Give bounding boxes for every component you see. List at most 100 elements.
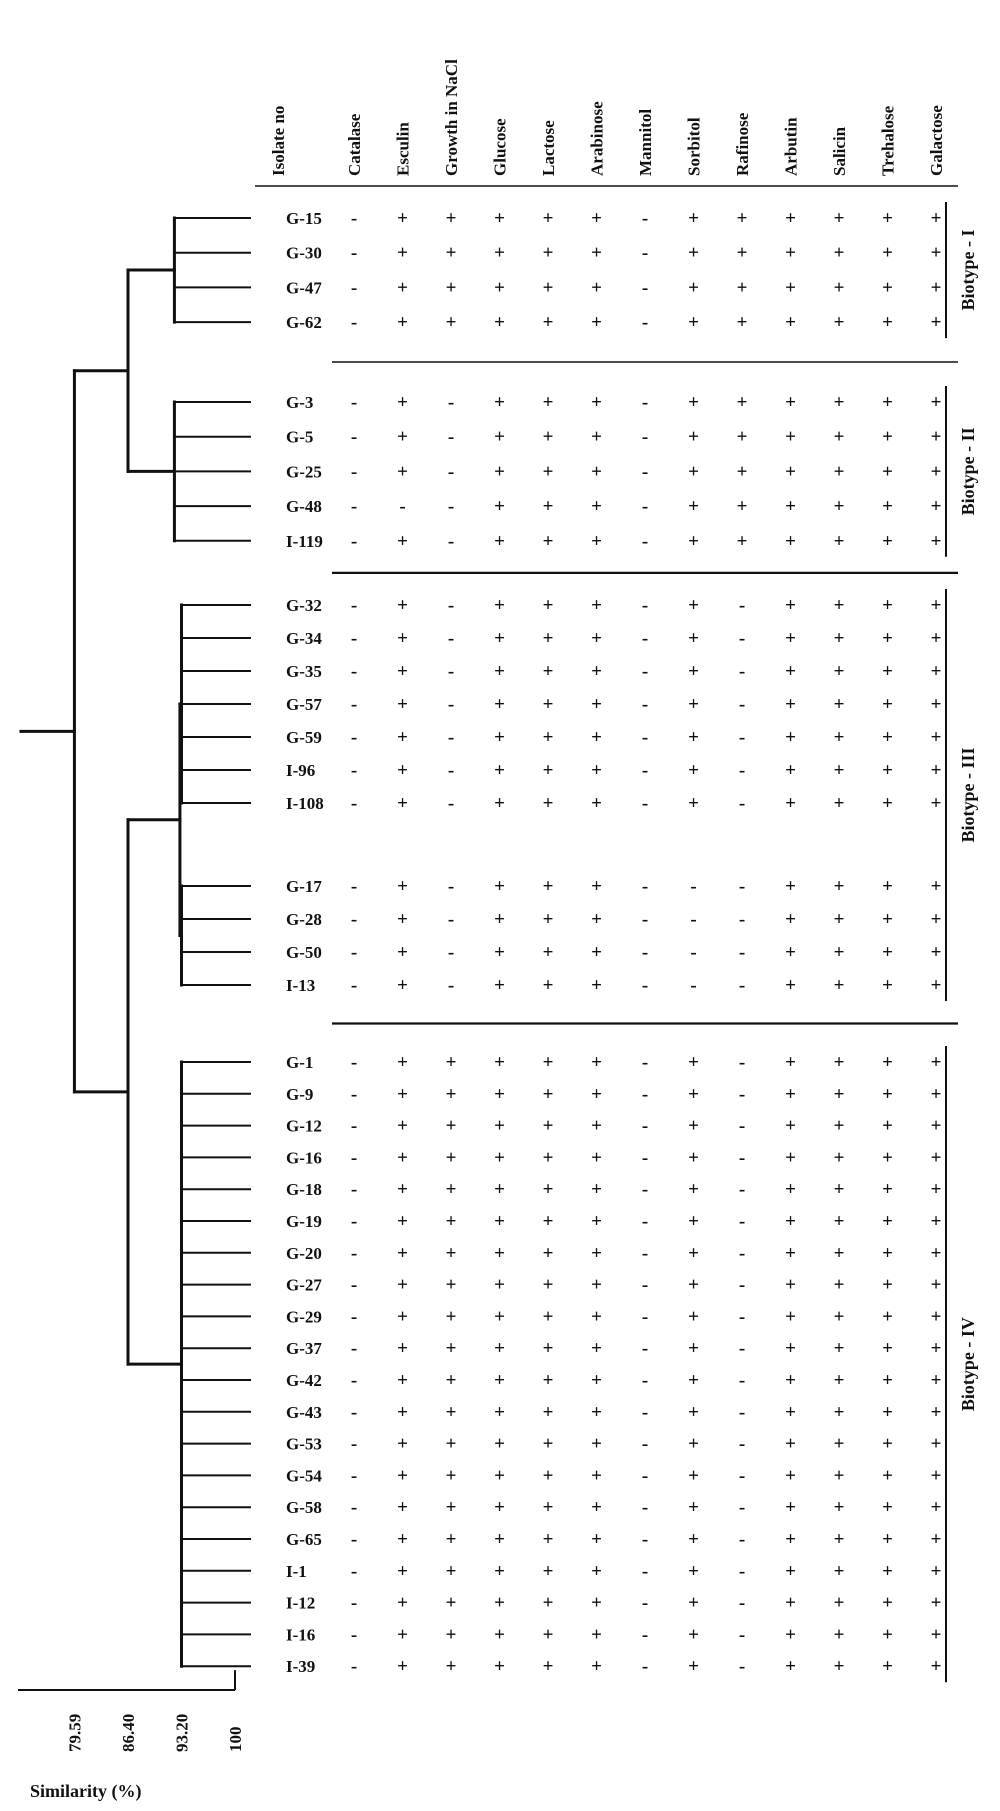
result-cell: +	[591, 1593, 602, 1614]
result-cell: -	[351, 628, 357, 649]
result-cell: +	[494, 727, 505, 748]
result-cell: -	[351, 1243, 357, 1264]
result-cell: +	[737, 243, 748, 264]
isolate-label: G-59	[286, 728, 322, 747]
result-cell: +	[785, 1052, 796, 1073]
isolate-label: I-96	[286, 761, 315, 780]
isolate-label: I-13	[286, 976, 315, 995]
result-cell: -	[739, 1084, 745, 1105]
result-cell: +	[591, 1370, 602, 1391]
result-cell: +	[688, 1275, 699, 1296]
result-cell: -	[351, 1275, 357, 1296]
result-cell: -	[642, 1306, 648, 1327]
result-cell: +	[785, 1434, 796, 1455]
result-cell: +	[688, 1116, 699, 1137]
result-cell: +	[931, 1243, 942, 1264]
result-cell: +	[931, 1465, 942, 1486]
result-cell: +	[785, 1402, 796, 1423]
header-test-arabinose: Arabinose	[588, 101, 607, 176]
result-cell: +	[591, 661, 602, 682]
isolate-label: G-47	[286, 278, 322, 297]
result-cell: +	[494, 1434, 505, 1455]
result-cell: -	[351, 1084, 357, 1105]
result-cell: +	[397, 661, 408, 682]
result-cell: -	[351, 427, 357, 448]
result-cell: +	[785, 1211, 796, 1232]
header-test-growth-in-nacl: Growth in NaCl	[442, 59, 461, 176]
result-cell: +	[446, 208, 457, 229]
result-cell: +	[688, 1497, 699, 1518]
result-cell: +	[543, 793, 554, 814]
result-cell: -	[351, 942, 357, 963]
result-cell: +	[494, 1561, 505, 1582]
result-cell: +	[785, 595, 796, 616]
result-cell: +	[543, 208, 554, 229]
result-cell: +	[543, 1211, 554, 1232]
result-cell: +	[494, 1084, 505, 1105]
result-cell: +	[446, 243, 457, 264]
result-cell: +	[931, 1052, 942, 1073]
result-cell: -	[351, 694, 357, 715]
result-cell: +	[882, 628, 893, 649]
isolate-label: G-62	[286, 313, 322, 332]
result-cell: +	[446, 1275, 457, 1296]
result-cell: +	[494, 1624, 505, 1645]
result-cell: +	[397, 1593, 408, 1614]
result-cell: +	[882, 496, 893, 517]
result-cell: -	[351, 1179, 357, 1200]
result-cell: +	[931, 1434, 942, 1455]
result-cell: +	[494, 793, 505, 814]
result-cell: +	[931, 661, 942, 682]
result-cell: +	[931, 942, 942, 963]
result-cell: +	[688, 1593, 699, 1614]
header-test-arbutin: Arbutin	[782, 117, 801, 176]
result-cell: +	[882, 595, 893, 616]
result-cell: +	[591, 1529, 602, 1550]
result-cell: +	[931, 208, 942, 229]
result-cell: +	[494, 661, 505, 682]
result-cell: +	[591, 628, 602, 649]
result-cell: -	[351, 1338, 357, 1359]
result-cell: +	[446, 1561, 457, 1582]
result-cell: +	[785, 392, 796, 413]
result-cell: +	[882, 1656, 893, 1677]
result-cell: +	[688, 243, 699, 264]
result-cell: +	[785, 1593, 796, 1614]
result-cell: +	[543, 760, 554, 781]
result-cell: +	[834, 595, 845, 616]
result-cell: +	[882, 243, 893, 264]
isolate-label: G-25	[286, 462, 322, 481]
result-cell: +	[688, 427, 699, 448]
result-cell: +	[591, 1338, 602, 1359]
result-cell: -	[448, 496, 454, 517]
result-cell: +	[446, 312, 457, 333]
result-cell: +	[591, 1179, 602, 1200]
result-cell: -	[448, 461, 454, 482]
axis-tick-label: 79.59	[65, 1714, 84, 1752]
result-cell: -	[739, 1306, 745, 1327]
isolate-label: G-18	[286, 1180, 322, 1199]
isolate-label: G-19	[286, 1212, 322, 1231]
result-cell: +	[931, 1179, 942, 1200]
result-cell: +	[591, 1243, 602, 1264]
result-cell: -	[351, 1529, 357, 1550]
result-cell: +	[737, 392, 748, 413]
isolate-label: G-43	[286, 1403, 322, 1422]
result-cell: +	[785, 1656, 796, 1677]
result-cell: -	[739, 1116, 745, 1137]
result-cell: -	[642, 1243, 648, 1264]
result-cell: -	[448, 760, 454, 781]
axis-tick-label: 86.40	[119, 1714, 138, 1752]
result-cell: +	[785, 661, 796, 682]
result-cell: +	[591, 876, 602, 897]
result-cell: +	[931, 1561, 942, 1582]
result-cell: +	[494, 975, 505, 996]
result-cell: -	[351, 392, 357, 413]
result-cell: +	[834, 909, 845, 930]
result-cell: -	[351, 1561, 357, 1582]
result-cell: +	[931, 727, 942, 748]
result-cell: +	[688, 277, 699, 298]
result-cell: +	[931, 461, 942, 482]
result-cell: -	[642, 1211, 648, 1232]
